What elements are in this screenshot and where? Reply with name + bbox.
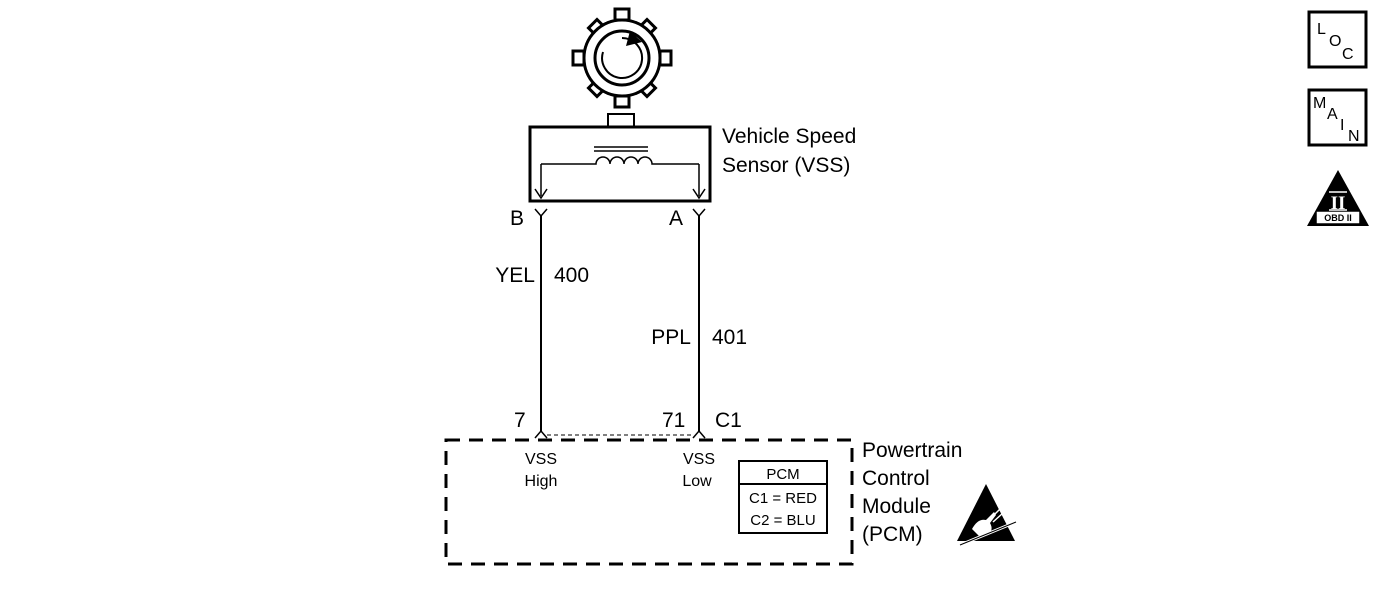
legend-c2: C2 = BLU bbox=[750, 512, 815, 529]
main-icon-a: A bbox=[1327, 106, 1338, 123]
main-icon-i: I bbox=[1340, 117, 1344, 134]
main-icon-n: N bbox=[1348, 128, 1360, 145]
pcm-connector-legend bbox=[738, 460, 828, 534]
terminal-a-label: A bbox=[669, 207, 683, 230]
vss-high-line2: High bbox=[525, 473, 558, 490]
esd-warning-icon bbox=[957, 484, 1017, 547]
legend-title: PCM bbox=[766, 466, 799, 483]
loc-icon-l: L bbox=[1317, 21, 1326, 38]
wire-yel-color: YEL bbox=[495, 264, 535, 287]
vss-low-line1: VSS bbox=[683, 451, 715, 468]
sensor-tip bbox=[607, 113, 635, 128]
sensor-label-line1: Vehicle Speed bbox=[722, 125, 856, 148]
obd-ii-numeral: II bbox=[1331, 193, 1346, 214]
pcm-box bbox=[444, 438, 854, 566]
vss-sensor bbox=[528, 125, 712, 203]
pcm-pin-low-connector bbox=[692, 429, 706, 439]
pcm-pin-low: 71 bbox=[662, 409, 685, 432]
reluctor-wheel-icon bbox=[571, 7, 673, 109]
pcm-label-line1: Powertrain bbox=[862, 439, 962, 462]
wire-ppl-color: PPL bbox=[651, 326, 691, 349]
vss-high-line1: VSS bbox=[525, 451, 557, 468]
main-icon-m: M bbox=[1313, 95, 1326, 112]
legend-c1: C1 = RED bbox=[749, 490, 817, 507]
wire-ppl-circuit: 401 bbox=[712, 326, 747, 349]
loc-icon[interactable]: L O C bbox=[1307, 10, 1368, 69]
sensor-pin-a bbox=[692, 208, 706, 218]
pcm-pin-high-connector bbox=[534, 429, 548, 439]
pcm-label-line2: Control bbox=[862, 467, 930, 490]
pcm-label-line4: (PCM) bbox=[862, 523, 923, 546]
terminal-b-label: B bbox=[510, 207, 524, 230]
obd-ii-icon[interactable]: II OBD II bbox=[1307, 170, 1369, 226]
vss-low-line2: Low bbox=[682, 473, 712, 490]
pcm-pin-high: 7 bbox=[514, 409, 526, 432]
main-icon[interactable]: M A I N bbox=[1307, 88, 1368, 147]
sensor-label-line2: Sensor (VSS) bbox=[722, 154, 850, 177]
obd-ii-text: OBD II bbox=[1324, 213, 1352, 223]
loc-icon-c: C bbox=[1342, 46, 1354, 63]
loc-icon-o: O bbox=[1329, 33, 1341, 50]
pcm-label-line3: Module bbox=[862, 495, 931, 518]
pcm-connector: C1 bbox=[715, 409, 742, 432]
wire-yel-circuit: 400 bbox=[554, 264, 589, 287]
sensor-pin-b bbox=[534, 208, 548, 218]
